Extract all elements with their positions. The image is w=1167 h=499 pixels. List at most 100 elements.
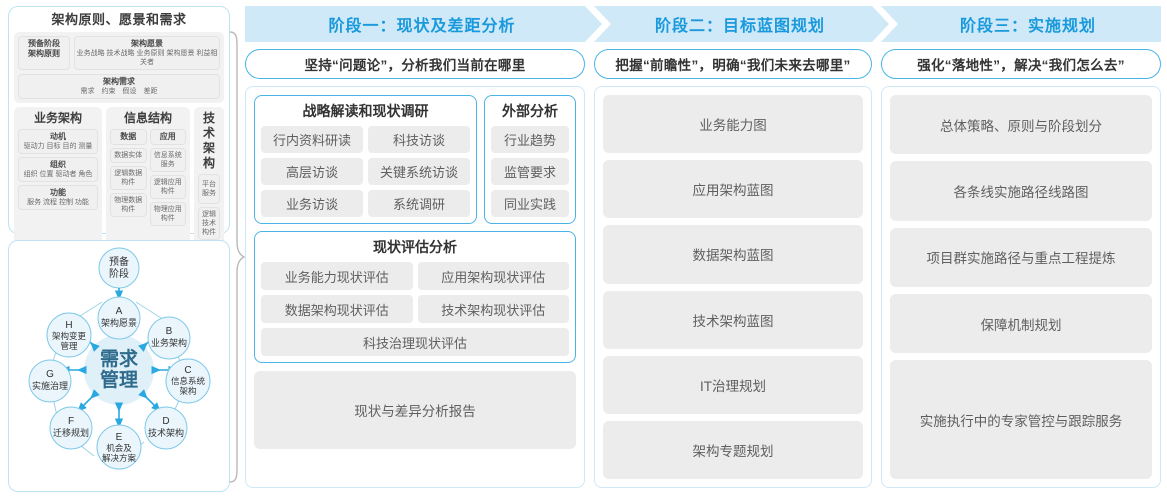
- adm-node-d-key: D: [162, 416, 169, 427]
- grouping-bracket-icon: [229, 31, 246, 483]
- adm-node-d: [144, 406, 188, 450]
- phase-3-item[interactable]: 项目群实施路径与重点工程提炼: [890, 227, 1152, 287]
- adm-node-prep-label-2: 阶段: [109, 267, 129, 280]
- motivation-title: 动机: [50, 132, 66, 141]
- phase-3-item[interactable]: 总体策略、原则与阶段划分: [890, 95, 1152, 155]
- organization-box: 组织 组织 位置 驱动者 角色: [18, 157, 98, 182]
- current-state-assessment-title: 现状评估分析: [373, 239, 457, 255]
- phase-2-body: 业务能力图 应用架构蓝图 数据架构蓝图 技术架构蓝图 IT治理规划 架构专题规划: [594, 86, 872, 488]
- architecture-requirements-box: 架构需求 需求 约束 假设 差距: [18, 74, 220, 99]
- adm-node-h-key: H: [65, 320, 72, 331]
- technology-architecture-head: 技术架构: [202, 111, 215, 170]
- adm-node-g-label: 实施治理: [32, 380, 68, 391]
- data-header-title: 数据: [120, 132, 137, 141]
- data-subcolumn: 数据 数据实体 逻辑数据构件 物理数据构件: [110, 129, 147, 226]
- adm-node-g-key: G: [46, 369, 54, 380]
- logical-technology-component-text: 逻辑技术构件: [202, 211, 216, 236]
- strategy-chip[interactable]: 高层访谈: [261, 158, 363, 185]
- business-architecture-head: 业务架构: [33, 111, 82, 125]
- phase-2-item[interactable]: 应用架构蓝图: [603, 160, 863, 219]
- assessment-chip-wide[interactable]: 科技治理现状评估: [261, 328, 569, 356]
- external-chip[interactable]: 监管要求: [491, 158, 569, 185]
- external-chip[interactable]: 同业实践: [491, 190, 569, 217]
- architecture-vision-title: 架构愿景: [131, 39, 163, 48]
- strategy-research-title: 战略解读和现状调研: [302, 103, 429, 119]
- gap-analysis-report-box[interactable]: 现状与差异分析报告: [254, 371, 576, 449]
- phase-3-item[interactable]: 保障机制规划: [890, 293, 1152, 354]
- function-box: 功能 服务 流程 控制 功能: [18, 185, 98, 210]
- information-structure-head: 信息结构: [123, 111, 172, 125]
- strategy-chip[interactable]: 系统调研: [368, 190, 470, 217]
- strategy-chip[interactable]: 科技访谈: [368, 126, 470, 153]
- logical-technology-component-box: 逻辑技术构件: [198, 207, 220, 240]
- adm-node-h-label-1: 架构变更: [52, 331, 87, 341]
- organization-title: 组织: [50, 160, 66, 169]
- strategy-chip[interactable]: 业务访谈: [261, 190, 363, 217]
- phase-2-item[interactable]: 数据架构蓝图: [603, 225, 863, 284]
- function-title: 功能: [50, 188, 66, 197]
- adm-node-g: [28, 359, 72, 403]
- adm-center-label-1: 需求: [100, 347, 139, 370]
- prep-phase-sub: 架构原则: [28, 49, 60, 58]
- strategy-chip[interactable]: 关键系统访谈: [368, 158, 470, 185]
- phase-3-item[interactable]: 实施执行中的专家管控与跟踪服务: [890, 360, 1152, 479]
- adm-node-b: [147, 316, 191, 360]
- phase-3-banner: 阶段三：实施规划: [881, 6, 1161, 42]
- assessment-chip[interactable]: 应用架构现状评估: [417, 262, 569, 290]
- external-chip[interactable]: 行业趋势: [491, 126, 569, 153]
- phase-2-item[interactable]: IT治理规划: [603, 355, 863, 414]
- logical-application-component-box: 逻辑应用构件: [149, 175, 186, 199]
- phase-2-item[interactable]: 业务能力图: [603, 95, 863, 154]
- adm-node-b-key: B: [166, 326, 173, 337]
- phase-1-column: 阶段一：现状及差距分析 坚持“问题论”，分析我们当前在哪里 战略解读和现状调研 …: [245, 6, 602, 488]
- togaf-framework-panel: 架构原则、愿景和需求 预备阶段 架构原则 架构愿景 业务战略 技术战略 业务原则…: [8, 6, 230, 329]
- architecture-vision-items: 业务战略 技术战略 业务原则 架构愿景 利益相关者: [76, 50, 218, 66]
- organization-items: 组织 位置 驱动者 角色: [23, 171, 93, 178]
- motivation-items: 驱动力 目标 目的 测量: [23, 143, 93, 150]
- phase-1-top-row: 战略解读和现状调研 行内资料研读 科技访谈 高层访谈 关键系统访谈 业务访谈 系…: [254, 95, 576, 224]
- phase-3-body: 总体策略、原则与阶段划分 各条线实施路径线路图 项目群实施路径与重点工程提炼 保…: [881, 86, 1161, 488]
- architecture-vision-box: 架构愿景 业务战略 技术战略 业务原则 架构愿景 利益相关者: [74, 36, 220, 70]
- phase-1-banner: 阶段一：现状及差距分析: [245, 6, 602, 42]
- adm-center-circle: [84, 335, 154, 405]
- adm-node-f-label: 迁移规划: [53, 427, 89, 438]
- data-header-box: 数据: [110, 129, 147, 145]
- physical-data-component-box: 物理数据构件: [110, 193, 147, 217]
- phase-1-banner-text: 阶段一：现状及差距分析: [328, 18, 516, 35]
- assessment-chip[interactable]: 数据架构现状评估: [261, 295, 413, 323]
- adm-node-c-key: C: [184, 365, 191, 376]
- strategy-chip[interactable]: 行内资料研读: [261, 126, 363, 153]
- motivation-box: 动机 驱动力 目标 目的 测量: [18, 129, 98, 154]
- phase-3-column: 阶段三：实施规划 强化“落地性”，解决“我们怎么去” 总体策略、原则与阶段划分 …: [881, 6, 1161, 488]
- adm-node-h: [46, 312, 92, 358]
- information-system-service-box: 信息系统服务: [149, 148, 186, 172]
- adm-node-a-key: A: [116, 306, 123, 317]
- logical-data-component-text: 逻辑数据构件: [114, 170, 143, 186]
- togaf-top-group: 预备阶段 架构原则 架构愿景 业务战略 技术战略 业务原则 架构愿景 利益相关者…: [14, 32, 224, 103]
- architecture-requirements-title: 架构需求: [103, 77, 135, 86]
- adm-node-e-label-2: 解决方案: [102, 453, 137, 463]
- adm-node-e-key: E: [116, 432, 123, 443]
- phase-2-item[interactable]: 技术架构蓝图: [603, 290, 863, 349]
- assessment-chip[interactable]: 业务能力现状评估: [261, 262, 413, 290]
- function-items: 服务 流程 控制 功能: [27, 199, 89, 206]
- phase-2-banner: 阶段二：目标蓝图规划: [594, 6, 889, 42]
- information-system-service-text: 信息系统服务: [153, 152, 182, 168]
- prep-vision-row: 预备阶段 架构原则 架构愿景 业务战略 技术战略 业务原则 架构愿景 利益相关者: [18, 36, 220, 70]
- phase-3-banner-text: 阶段三：实施规划: [959, 18, 1096, 35]
- current-state-assessment-card: 现状评估分析 业务能力现状评估 应用架构现状评估 数据架构现状评估 技术架构现状…: [254, 231, 576, 363]
- phase-3-item[interactable]: 各条线实施路径线路图: [890, 161, 1152, 221]
- physical-application-component-text: 物理应用构件: [153, 206, 182, 222]
- assessment-chip[interactable]: 技术架构现状评估: [417, 295, 569, 323]
- adm-cycle-panel: 需求 管理 预备 阶段: [8, 240, 230, 492]
- adm-node-c-label-1: 信息系统: [171, 376, 206, 386]
- adm-node-f-key: F: [68, 416, 74, 427]
- phase-1-body: 战略解读和现状调研 行内资料研读 科技访谈 高层访谈 关键系统访谈 业务访谈 系…: [245, 86, 585, 488]
- logical-application-component-text: 逻辑应用构件: [153, 179, 182, 195]
- togaf-reference-column: 架构原则、愿景和需求 预备阶段 架构原则 架构愿景 业务战略 技术战略 业务原则…: [8, 6, 230, 494]
- adm-node-a-label: 架构愿景: [101, 317, 137, 328]
- physical-application-component-box: 物理应用构件: [149, 202, 186, 226]
- phase-2-banner-text: 阶段二：目标蓝图规划: [654, 18, 825, 35]
- phase-2-item[interactable]: 架构专题规划: [603, 420, 863, 480]
- adm-node-h-label-2: 管理: [60, 341, 78, 351]
